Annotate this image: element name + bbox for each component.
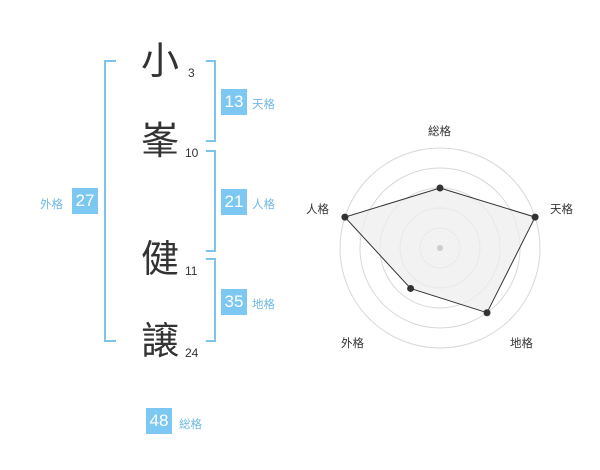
- radar-label-tenkaku: 天格: [550, 202, 573, 216]
- radar-points: [341, 184, 539, 317]
- stroke-count-4: 24: [185, 346, 199, 360]
- soukaku-label: 総格: [179, 417, 202, 431]
- radar-point-2: [531, 213, 539, 221]
- name-char-3: 健: [140, 237, 179, 281]
- stroke-count-2: 10: [185, 146, 199, 160]
- radar-label-chikaku: 地格: [510, 336, 533, 350]
- radar-label-soukaku: 総格: [428, 124, 451, 138]
- name-char-4: 譲: [140, 319, 179, 363]
- gaikaku-label: 外格: [40, 197, 63, 211]
- stroke-count-3: 11: [185, 264, 198, 278]
- jinkaku-label: 人格: [252, 197, 275, 211]
- radar-ring: [339, 147, 541, 349]
- radar-ring: [379, 187, 501, 309]
- chikaku-bracket: [206, 258, 216, 342]
- name-char-1: 小: [140, 39, 179, 83]
- radar-center-dot: [437, 245, 443, 251]
- tenkaku-value: 13: [221, 89, 247, 115]
- chikaku-label: 地格: [252, 297, 275, 311]
- jinkaku-value: 21: [221, 189, 247, 215]
- jinkaku-bracket: [206, 150, 216, 252]
- radar-grid: [339, 147, 541, 349]
- radar-point-4: [407, 284, 415, 292]
- tenkaku-label: 天格: [252, 97, 275, 111]
- radar-data-polygon: [343, 187, 536, 314]
- radar-ring: [399, 207, 481, 289]
- chikaku-value: 35: [221, 289, 247, 315]
- radar-ring: [419, 227, 461, 269]
- radar-label-jinkaku: 人格: [306, 202, 329, 216]
- radar-point-5: [341, 213, 349, 221]
- radar-ring: [359, 167, 521, 329]
- stroke-count-1: 3: [188, 66, 195, 80]
- gaikaku-value: 27: [72, 188, 98, 214]
- radar-label-gaikaku: 外格: [341, 336, 364, 350]
- soukaku-value: 48: [146, 408, 172, 434]
- name-char-2: 峯: [140, 119, 179, 163]
- radar-point-1: [436, 184, 444, 192]
- radar-point-3: [483, 309, 491, 317]
- tenkaku-bracket: [206, 60, 216, 142]
- gaikaku-bracket: [104, 60, 116, 342]
